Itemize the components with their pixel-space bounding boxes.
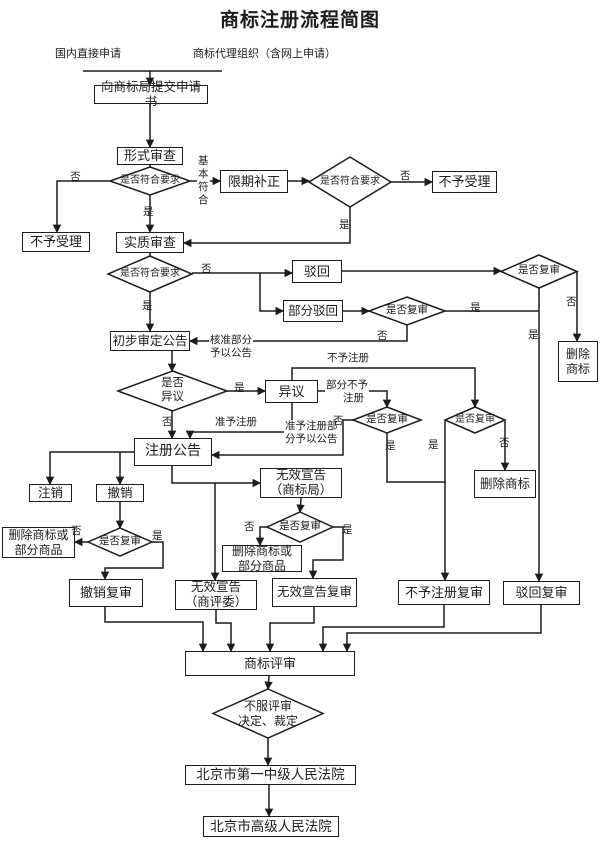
- edge-label-no-9: 否: [71, 526, 82, 537]
- edge-label-no-10: 否: [244, 522, 255, 533]
- decision-dissatisfied-with-decision: 不服评审决定、裁定: [237, 699, 298, 728]
- decision-meet-requirements-3: 是否符合要求: [120, 268, 180, 280]
- node-revocation: 撤销: [96, 484, 144, 502]
- decision-review-after-no-registration: 是否复审: [455, 414, 495, 426]
- label-agency-organization: 商标代理组织（含网上申请）: [193, 48, 336, 60]
- node-submit-application: 向商标局提交申请书: [94, 80, 208, 109]
- edge-label-no-2: 否: [400, 171, 411, 182]
- decision-review-after-partial-rejection-shape: [366, 296, 448, 326]
- edge-d10-no: [255, 526, 267, 547]
- node-refuse-acceptance-left: 不予受理: [22, 232, 90, 252]
- node-revocation-review: 撤销复审: [69, 579, 143, 607]
- edge-label-yes-4: 是: [470, 303, 481, 314]
- node-rejection: 驳回: [292, 260, 342, 283]
- edge-board-to-d11: [264, 675, 273, 691]
- node-partial-rejection: 部分驳回: [283, 300, 343, 322]
- edge-label-no-registration: 不予注册: [326, 352, 370, 366]
- decision-dissatisfied-with-decision-shape: [211, 688, 325, 739]
- node-deadline-correction: 限期补正: [220, 170, 288, 193]
- node-delete-trademark-right: 删除商标: [558, 341, 598, 382]
- node-registration-announcement: 注册公告: [134, 438, 212, 466]
- node-delete-trademark-middle: 删除商标: [474, 470, 536, 498]
- edge-d9-yes: [100, 541, 164, 581]
- edge-label-yes-6: 是: [234, 383, 245, 394]
- edge-d3-no-to-partial-rejection: [259, 273, 285, 316]
- edge-trab-to-board: [215, 610, 236, 653]
- label-domestic-direct-application: 国内直接申请: [55, 48, 121, 60]
- decision-review-after-rejection-shape: [499, 254, 579, 289]
- page-title: 商标注册流程简图: [219, 10, 380, 31]
- node-delete-trademark-or-goods-left: 删除商标或部分商品: [2, 527, 75, 558]
- decision-meet-requirements-1-shape: [107, 166, 193, 196]
- edge-label-no-8: 否: [499, 438, 510, 449]
- edge-label-basically-meets: 基本符合: [197, 155, 210, 208]
- edge-label-no-1: 否: [70, 172, 81, 183]
- decision-meet-requirements-2-shape: [307, 156, 393, 208]
- node-invalidation-declaration-trab: 无效宣告（商评委）: [175, 580, 257, 610]
- decision-opposition-or-not-shape: [115, 370, 230, 412]
- decision-opposition-or-not: 是否异议: [161, 377, 184, 403]
- node-trademark-review: 商标评审: [185, 651, 355, 676]
- decision-review-after-partial-no-registration: 是否复审: [366, 413, 408, 425]
- edge-refuse-review-to-board: [318, 605, 445, 653]
- edge-label-yes-1: 是: [143, 207, 154, 218]
- decision-review-after-partial-no-registration-shape: [350, 406, 424, 434]
- node-refuse-registration-review: 不予注册复审: [398, 580, 490, 605]
- edge-label-approve-registration-part: 准予注册部分予以公告: [284, 420, 339, 447]
- edge-label-no-7: 否: [333, 416, 344, 427]
- edge-d7-no-announce: [210, 419, 353, 460]
- edge-label-no-4: 否: [377, 331, 388, 342]
- edge-label-yes-8: 是: [428, 440, 439, 451]
- decision-review-after-invalidation: 是否复审: [279, 520, 321, 532]
- edge-d2-yes: [182, 207, 351, 248]
- node-invalidation-declaration-tmo: 无效宣告（商标局）: [260, 468, 342, 498]
- edge-label-no-6: 否: [162, 417, 173, 428]
- edge-label-yes-5: 是: [528, 330, 539, 341]
- node-substantive-examination: 实质审查: [116, 232, 184, 253]
- edge-d4-no-announce: [188, 325, 408, 346]
- node-beijing-first-intermediate-court: 北京市第一中级人民法院: [185, 765, 356, 785]
- edge-opposition-approve: [185, 403, 293, 440]
- edge-reg-to-cancellation: [45, 451, 134, 486]
- decision-review-after-partial-rejection: 是否复审: [386, 304, 428, 316]
- edge-reg-to-invalidation-tmo: [171, 466, 262, 488]
- decision-review-after-invalidation-shape: [265, 511, 335, 543]
- decision-review-after-revocation: 是否复审: [99, 535, 141, 547]
- edge-label-no-5: 否: [566, 297, 577, 308]
- edge-label-partial-no-registration-1: 部分不予: [325, 379, 369, 393]
- edge-label-partial-no-registration-2: 注册: [342, 392, 365, 406]
- edge-invalidation-review-to-board: [265, 607, 315, 653]
- edge-label-yes-10: 是: [342, 525, 353, 536]
- node-refuse-acceptance-right: 不予受理: [432, 171, 497, 193]
- node-delete-trademark-or-goods-middle: 删除商标或部分商品: [222, 544, 302, 573]
- decision-meet-requirements-2: 是否符合要求: [320, 176, 380, 188]
- edge-d7-yes-merge: [386, 433, 445, 483]
- edge-label-approve-part-announce: 核准部分予以公告: [209, 334, 253, 361]
- edge-label-yes-2: 是: [339, 220, 350, 231]
- edge-label-approve-registration: 准予注册: [214, 416, 258, 430]
- node-invalidation-review: 无效宣告复审: [272, 578, 357, 607]
- edge-d10-yes: [308, 526, 344, 580]
- edge-revocation-review-to-board: [104, 607, 208, 653]
- edge-rejection-review-to-board: [342, 605, 542, 653]
- node-beijing-high-court: 北京市高级人民法院: [203, 816, 339, 837]
- node-cancellation: 注销: [29, 484, 72, 502]
- edge-label-yes-3: 是: [142, 301, 153, 312]
- decision-review-after-rejection: 是否复审: [518, 265, 560, 277]
- decision-review-after-no-registration-shape: [443, 406, 507, 434]
- edge-d1-no: [52, 180, 110, 234]
- node-opposition: 异议: [265, 380, 318, 403]
- edge-label-yes-7: 是: [385, 441, 396, 452]
- edge-opposition-no-registration: [291, 367, 480, 409]
- node-preliminary-approval-announcement: 初步审定公告: [110, 331, 190, 351]
- edge-tmo-to-d10: [296, 497, 305, 514]
- edge-label-no-3: 否: [201, 264, 212, 275]
- node-formal-examination: 形式审查: [117, 147, 183, 165]
- decision-meet-requirements-3-shape: [106, 255, 194, 293]
- decision-meet-requirements-1: 是否符合要求: [120, 175, 180, 187]
- edge-label-yes-9: 是: [152, 531, 163, 542]
- decision-review-after-revocation-shape: [86, 527, 154, 557]
- node-rejection-review: 驳回复审: [503, 581, 580, 605]
